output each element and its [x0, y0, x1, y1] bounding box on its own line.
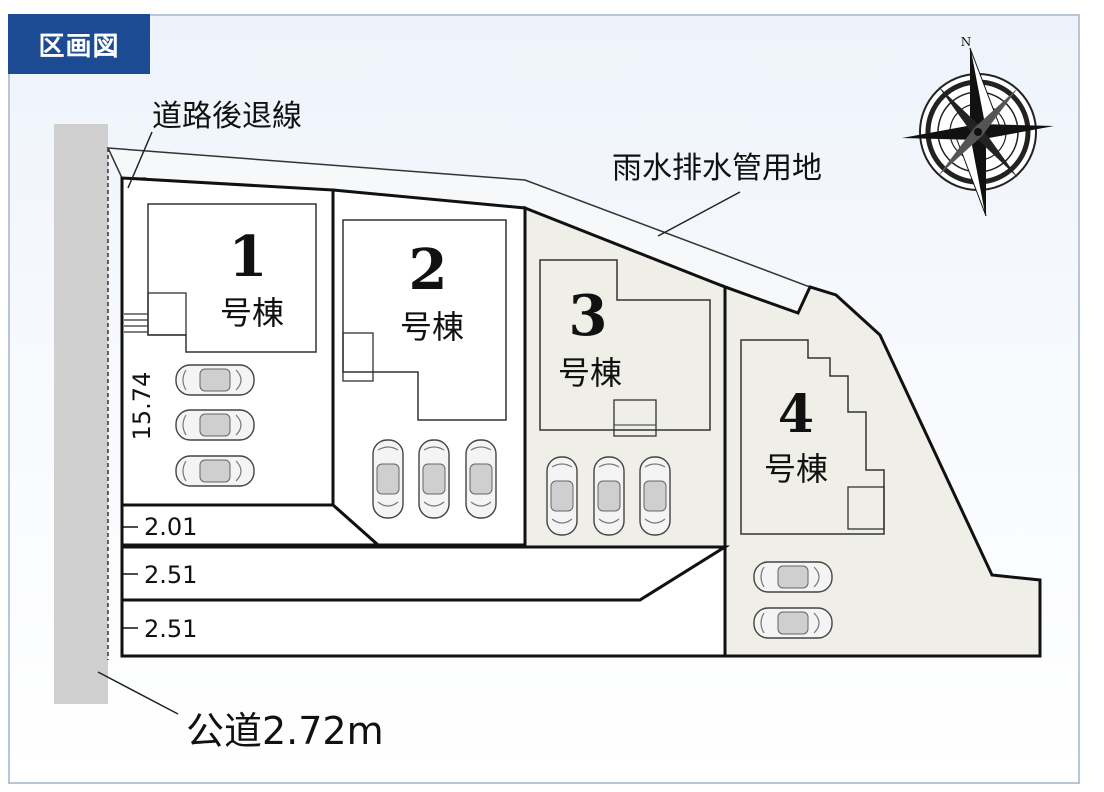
lot-4-suffix: 号棟 [764, 450, 828, 488]
lane-width-1: 2.01 [144, 513, 197, 541]
drainage-label: 雨水排水管用地 [612, 151, 822, 186]
house-4-porch [847, 486, 885, 530]
lot-3-suffix: 号棟 [558, 354, 622, 392]
lane-width-2: 2.51 [144, 561, 197, 589]
car [175, 455, 255, 487]
lot-3-number: 3 [569, 283, 608, 349]
public-road [54, 124, 108, 704]
car [753, 561, 833, 593]
car [465, 439, 497, 519]
house-3 [539, 259, 711, 431]
title-badge: 区画図 [8, 14, 150, 74]
access-lane-1 [120, 503, 382, 547]
parking-lot-2 [372, 439, 497, 519]
car [593, 456, 625, 536]
house-2-porch [342, 332, 374, 382]
parking-lot-3 [546, 456, 671, 536]
setback-label: 道路後退線 [152, 99, 302, 134]
frontage-dimension: 15.74 [128, 372, 156, 441]
house-3-porch [613, 399, 657, 437]
car [175, 409, 255, 441]
lot-1-suffix: 号棟 [220, 294, 284, 332]
lane-width-3: 2.51 [144, 615, 197, 643]
lot-2-number: 2 [409, 237, 448, 303]
lot-4-number: 4 [778, 384, 814, 445]
car [639, 456, 671, 536]
car [546, 456, 578, 536]
access-lane-3 [120, 544, 727, 658]
house-4 [740, 339, 885, 535]
car [753, 607, 833, 639]
access-lane-2 [120, 545, 731, 602]
parking-lot-1 [175, 364, 255, 487]
compass-rose-icon [902, 47, 1054, 217]
compass-north-label: N [961, 35, 972, 49]
car [372, 439, 404, 519]
car [418, 439, 450, 519]
lot-2-suffix: 号棟 [400, 308, 464, 346]
house-1-steps [124, 313, 148, 333]
car [175, 364, 255, 396]
road-label: 公道2.72m [186, 709, 384, 753]
lot-1-number: 1 [229, 224, 268, 290]
